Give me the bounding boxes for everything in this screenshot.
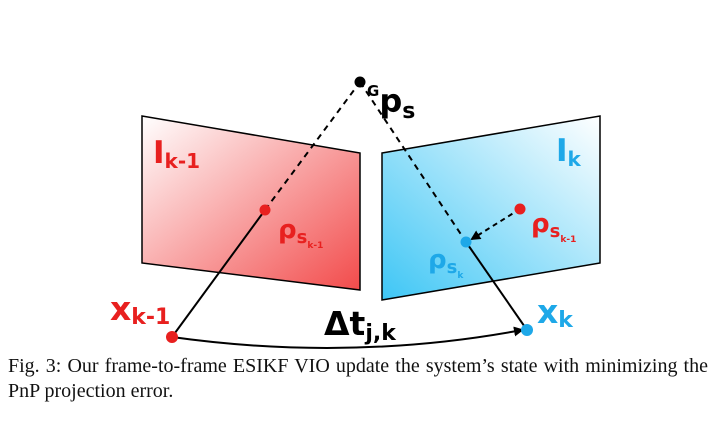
figure-caption: Fig. 3: Our frame-to-frame ESIKF VIO upd… [8,355,708,402]
image-plane-curr [381,115,601,301]
image-plane-prev [141,115,361,291]
ray-prev-solid [171,209,266,338]
pose-prev-label: xk-1 [110,289,170,330]
delta-t-label: Δtj,k [324,304,397,346]
projection-pred-label: ρsk-1 [531,209,576,245]
projection-prev-point [259,204,271,216]
pose-curr-label: xk [537,292,574,333]
projection-curr-point [460,236,472,248]
projection-curr-label: ρsk [428,245,464,281]
motion-arc [171,326,524,349]
pose-prev-point [166,331,178,343]
landmark-point [354,76,366,88]
ray-prev-dashed [264,81,361,211]
frame-curr-label: Ik [556,133,582,171]
projection-prev-label: ρsk-1 [278,215,323,251]
ray-curr-dashed [359,81,467,243]
frame-prev-label: Ik-1 [153,135,200,173]
projection-pred-point [514,203,526,215]
pose-curr-point [521,324,533,336]
ray-curr-solid [465,241,528,331]
projection-error-arrow [470,208,521,241]
landmark-label: Gps [367,82,415,124]
